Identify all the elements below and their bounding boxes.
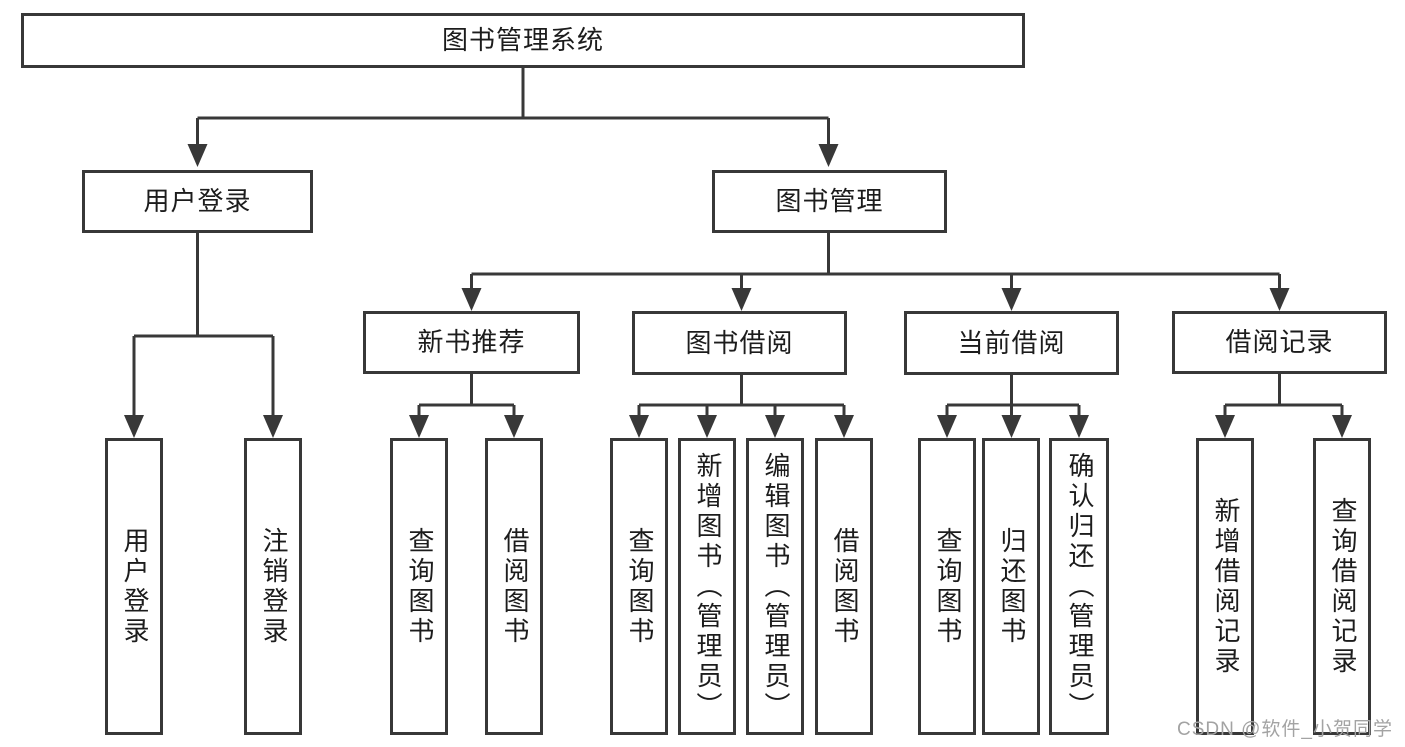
leaf-label: 查询图书 [404,526,435,647]
leaf-label: 新增借阅记录 [1210,496,1241,677]
node-new-book-recommendation: 新书推荐 [363,311,580,374]
leaf-user-login: 用户登录 [105,438,163,735]
leaf-label: 编辑图书（管理员） [760,451,791,722]
node-label: 当前借阅 [957,327,1066,358]
node-current-borrowing: 当前借阅 [904,311,1119,375]
node-label: 新书推荐 [417,327,526,358]
leaf-label: 新增图书（管理员） [692,451,723,722]
leaf-query-books-recommend: 查询图书 [390,438,448,735]
leaf-label: 借阅图书 [499,526,530,647]
leaf-label: 借阅图书 [829,526,860,647]
leaf-add-borrow-record: 新增借阅记录 [1196,438,1254,735]
leaf-label: 归还图书 [996,526,1027,647]
leaf-label: 注销登录 [258,526,289,647]
csdn-watermark: CSDN @软件_小贺同学 [1177,719,1393,740]
leaf-query-books-borrowing: 查询图书 [610,438,668,735]
leaf-label: 查询图书 [932,526,963,647]
leaf-query-borrow-record: 查询借阅记录 [1313,438,1371,735]
node-user-login: 用户登录 [82,170,313,233]
leaf-query-books-current: 查询图书 [918,438,976,735]
node-book-borrowing: 图书借阅 [632,311,847,375]
leaf-borrow-books-borrowing: 借阅图书 [815,438,873,735]
leaf-edit-book-admin: 编辑图书（管理员） [746,438,804,735]
node-label: 图书借阅 [685,327,794,358]
leaf-label: 查询借阅记录 [1327,496,1358,677]
node-label: 借阅记录 [1225,327,1334,358]
node-library-management-system: 图书管理系统 [21,13,1025,68]
leaf-logout: 注销登录 [244,438,302,735]
leaf-return-books: 归还图书 [982,438,1040,735]
leaf-borrow-books-recommend: 借阅图书 [485,438,543,735]
leaf-label: 查询图书 [624,526,655,647]
node-label: 图书管理系统 [441,25,604,56]
node-label: 用户登录 [143,186,252,217]
leaf-add-book-admin: 新增图书（管理员） [678,438,736,735]
node-borrowing-records: 借阅记录 [1172,311,1387,374]
leaf-label: 确认归还（管理员） [1064,451,1095,722]
leaf-label: 用户登录 [119,526,150,647]
node-book-management: 图书管理 [712,170,947,233]
node-label: 图书管理 [775,186,884,217]
leaf-confirm-return-admin: 确认归还（管理员） [1049,438,1109,735]
